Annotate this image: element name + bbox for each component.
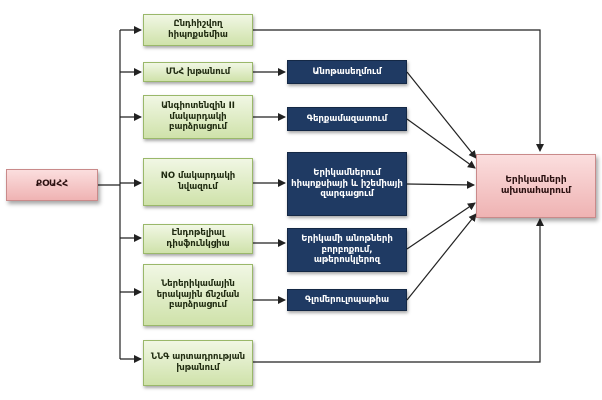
arrow-mechanism1-target [406, 71, 477, 159]
mechanism-box-1: Անոթասեղմում [287, 60, 407, 84]
factor-box-4: NO մակարդակի նվազում [143, 158, 253, 206]
factor-box-1: Ընդհիշվող հիպոքսեմիա [143, 14, 253, 46]
factor-label-5: Էնդոթելիալ դիսֆունկցիա [166, 228, 230, 249]
mechanism-box-4: Երիկամի անոթների բորբոքում, աթերոսկլերոզ [287, 228, 407, 272]
factor-box-3: Անգիոտենզին II մակարդակի բարձրացում [143, 95, 253, 139]
mechanism-label-3: Երիկամներում հիպոքսիայի և իշեմիայի զարգա… [291, 168, 403, 200]
target-box: Երիկամների ախտահարում [476, 154, 596, 218]
factor-label-6: Ներերիկամային երակային ճնշման բարձրացում [156, 279, 240, 311]
arrow-mechanism2-target [406, 118, 476, 169]
mechanism-label-4: Երիկամի անոթների բորբոքում, աթերոսկլերոզ [301, 234, 393, 266]
factor-box-2: ՄՆՀ խթանում [143, 62, 253, 82]
factor-box-6: Ներերիկամային երակային ճնշման բարձրացում [143, 264, 253, 326]
arrow-mechanism4-target [406, 202, 476, 250]
arrow-mechanism3-target [406, 180, 475, 189]
mechanism-label-5: Գլոմերուլոպաթիա [304, 294, 390, 305]
arrow-factor7-target [253, 218, 544, 363]
arrow-factor1-target [253, 29, 544, 152]
arrow-mechanism5-target [406, 213, 477, 301]
mechanism-label-1: Անոթասեղմում [312, 66, 382, 77]
factor-label-4: NO մակարդակի նվազում [160, 171, 236, 192]
mechanism-box-3: Երիկամներում հիպոքսիայի և իշեմիայի զարգա… [287, 152, 407, 216]
factor-box-5: Էնդոթելիալ դիսֆունկցիա [143, 224, 253, 254]
mechanism-box-5: Գլոմերուլոպաթիա [287, 289, 407, 311]
factor-label-2: ՄՆՀ խթանում [165, 66, 231, 77]
source-box: ՔՕԱՀՀ [6, 169, 98, 201]
mechanism-label-2: Գերքամազատում [306, 113, 388, 124]
source-label: ՔՕԱՀՀ [35, 179, 69, 190]
factor-box-7: ՆՆԳ արտադրության խթանում [143, 340, 253, 386]
factor-label-1: Ընդհիշվող հիպոքսեմիա [168, 19, 228, 40]
factor-label-3: Անգիոտենզին II մակարդակի բարձրացում [161, 101, 235, 133]
factor-label-7: ՆՆԳ արտադրության խթանում [150, 352, 246, 373]
mechanism-box-2: Գերքամազատում [287, 107, 407, 131]
target-label: Երիկամների ախտահարում [500, 174, 572, 196]
